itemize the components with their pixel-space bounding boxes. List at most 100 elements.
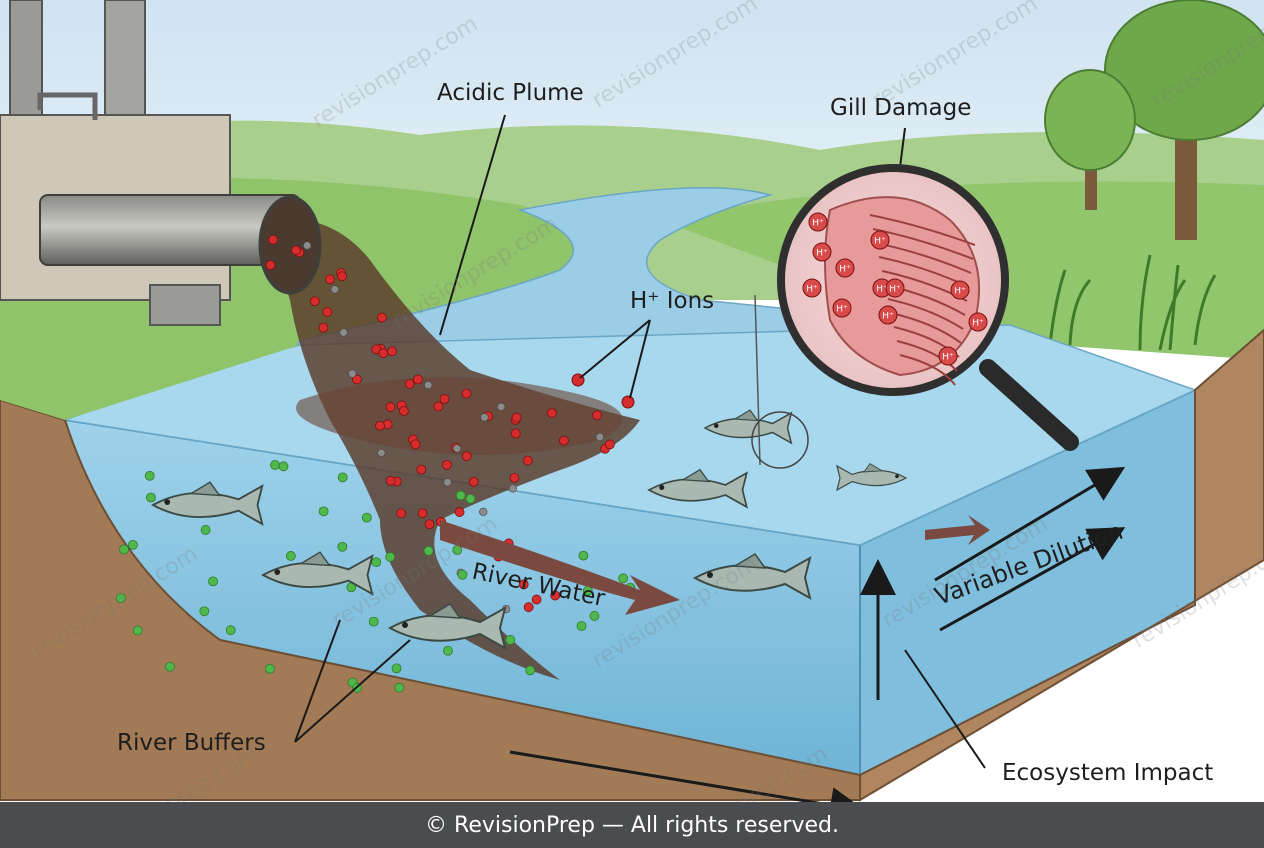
reeds <box>1048 254 1217 351</box>
h-ion-highlighted <box>621 395 635 409</box>
lens-h-ion <box>802 278 822 298</box>
buffer-ion <box>199 606 210 617</box>
factory <box>0 0 231 301</box>
buffer-ion <box>144 470 155 481</box>
h-ion <box>416 464 427 475</box>
label-acidic-plume: Acidic Plume <box>437 80 584 106</box>
h-ion <box>268 234 278 245</box>
h-ion <box>523 602 534 613</box>
h-ion <box>387 346 397 357</box>
fish-fin <box>298 551 331 567</box>
lens-h-ion <box>950 280 970 300</box>
river-flow-arrow <box>440 520 680 615</box>
buffer-ion <box>394 682 405 693</box>
fish-body <box>703 411 793 445</box>
h-ion <box>410 439 421 450</box>
lens-h-ion-label: H⁺ <box>839 265 851 275</box>
leader-ecosystem-impact <box>904 649 986 769</box>
h-ion <box>322 307 333 317</box>
lens-h-ion-label: H⁺ <box>836 305 848 315</box>
h-ion <box>376 312 387 323</box>
h-ion <box>413 374 423 385</box>
h-ion <box>265 260 276 271</box>
gill-filament <box>896 340 958 372</box>
lens-h-ions: H⁺H⁺H⁺H⁺H⁺H⁺H⁺H⁺H⁺H⁺H⁺H⁺ <box>802 212 988 366</box>
fish-fin <box>680 468 710 483</box>
neutral-ion <box>339 328 348 337</box>
neutral-ion <box>480 413 489 422</box>
lens-h-ion <box>938 346 958 366</box>
lens-h-ion <box>885 278 905 298</box>
ions-layer <box>116 234 636 693</box>
buffer-ion <box>385 552 396 562</box>
lens-h-ion <box>870 230 890 250</box>
h-ion <box>404 379 415 389</box>
h-ion <box>604 439 615 450</box>
fish <box>703 409 793 445</box>
buffer-ion <box>455 490 466 501</box>
buffer-ion <box>576 621 587 631</box>
buffer-ion <box>525 665 536 676</box>
leader-river-buffers-2 <box>294 639 411 743</box>
h-ion <box>375 420 385 431</box>
gill-filament <box>899 354 956 386</box>
lens-h-ion-label: H⁺ <box>806 285 818 295</box>
lens-h-ion-label: H⁺ <box>954 287 966 297</box>
neutral-ion <box>452 444 462 453</box>
buffer-ion <box>337 472 348 483</box>
dilution-flow-arrow <box>925 515 990 545</box>
h-ion <box>385 402 396 412</box>
leader-acidic-plume <box>439 114 506 336</box>
lens-h-ion <box>832 298 852 318</box>
buffer-ion <box>119 544 129 555</box>
h-ion <box>398 406 409 416</box>
buffer-ion <box>443 645 453 656</box>
lens-h-ion <box>878 305 898 325</box>
fish-body <box>692 555 812 601</box>
gill-filament <box>890 312 962 344</box>
label-ecosystem-impact: Ecosystem Impact <box>1002 760 1214 786</box>
buffer-ion <box>423 546 434 556</box>
buffer-ion <box>368 616 379 627</box>
lens-h-ion <box>812 242 832 262</box>
fish-fin <box>427 603 462 619</box>
buffer-ion <box>278 461 289 472</box>
neutral-ion <box>348 369 357 378</box>
fish-eye <box>707 572 713 578</box>
buffer-ion <box>225 625 236 636</box>
leader-h-ions-2 <box>629 319 651 399</box>
buffer-ion <box>452 545 463 555</box>
h-ion <box>468 476 479 487</box>
h-ion <box>461 451 472 462</box>
buffer-ion <box>116 593 126 603</box>
h-ion <box>424 519 435 530</box>
buffer-ion <box>337 541 348 552</box>
magnifier: H⁺H⁺H⁺H⁺H⁺H⁺H⁺H⁺H⁺H⁺H⁺H⁺ <box>754 164 1079 466</box>
fish <box>151 481 264 526</box>
fish-fin <box>733 409 759 422</box>
neutral-ion <box>497 402 506 411</box>
neutral-ion <box>303 241 312 250</box>
dilution-arrow-upper <box>934 466 1126 582</box>
h-ion <box>509 473 520 483</box>
fish-body <box>836 464 908 492</box>
lens-h-ion-label: H⁺ <box>812 219 824 229</box>
label-h-ions: H⁺ Ions <box>630 288 715 314</box>
h-ion <box>439 394 450 404</box>
leader-h-ions-1 <box>579 319 651 379</box>
neutral-ion <box>479 507 488 516</box>
h-ion <box>522 455 533 466</box>
fish-eye <box>895 474 899 478</box>
lens-h-ion-label: H⁺ <box>942 353 954 363</box>
buffer-ion <box>165 661 175 672</box>
lens-h-ion-label: H⁺ <box>816 249 828 259</box>
chimney-left <box>9 0 43 131</box>
buffer-ion <box>578 550 589 561</box>
gill-filament <box>887 298 964 330</box>
fish-eye <box>659 484 665 490</box>
fish <box>387 603 507 651</box>
fish <box>836 463 908 492</box>
buffer-ion <box>146 492 156 503</box>
